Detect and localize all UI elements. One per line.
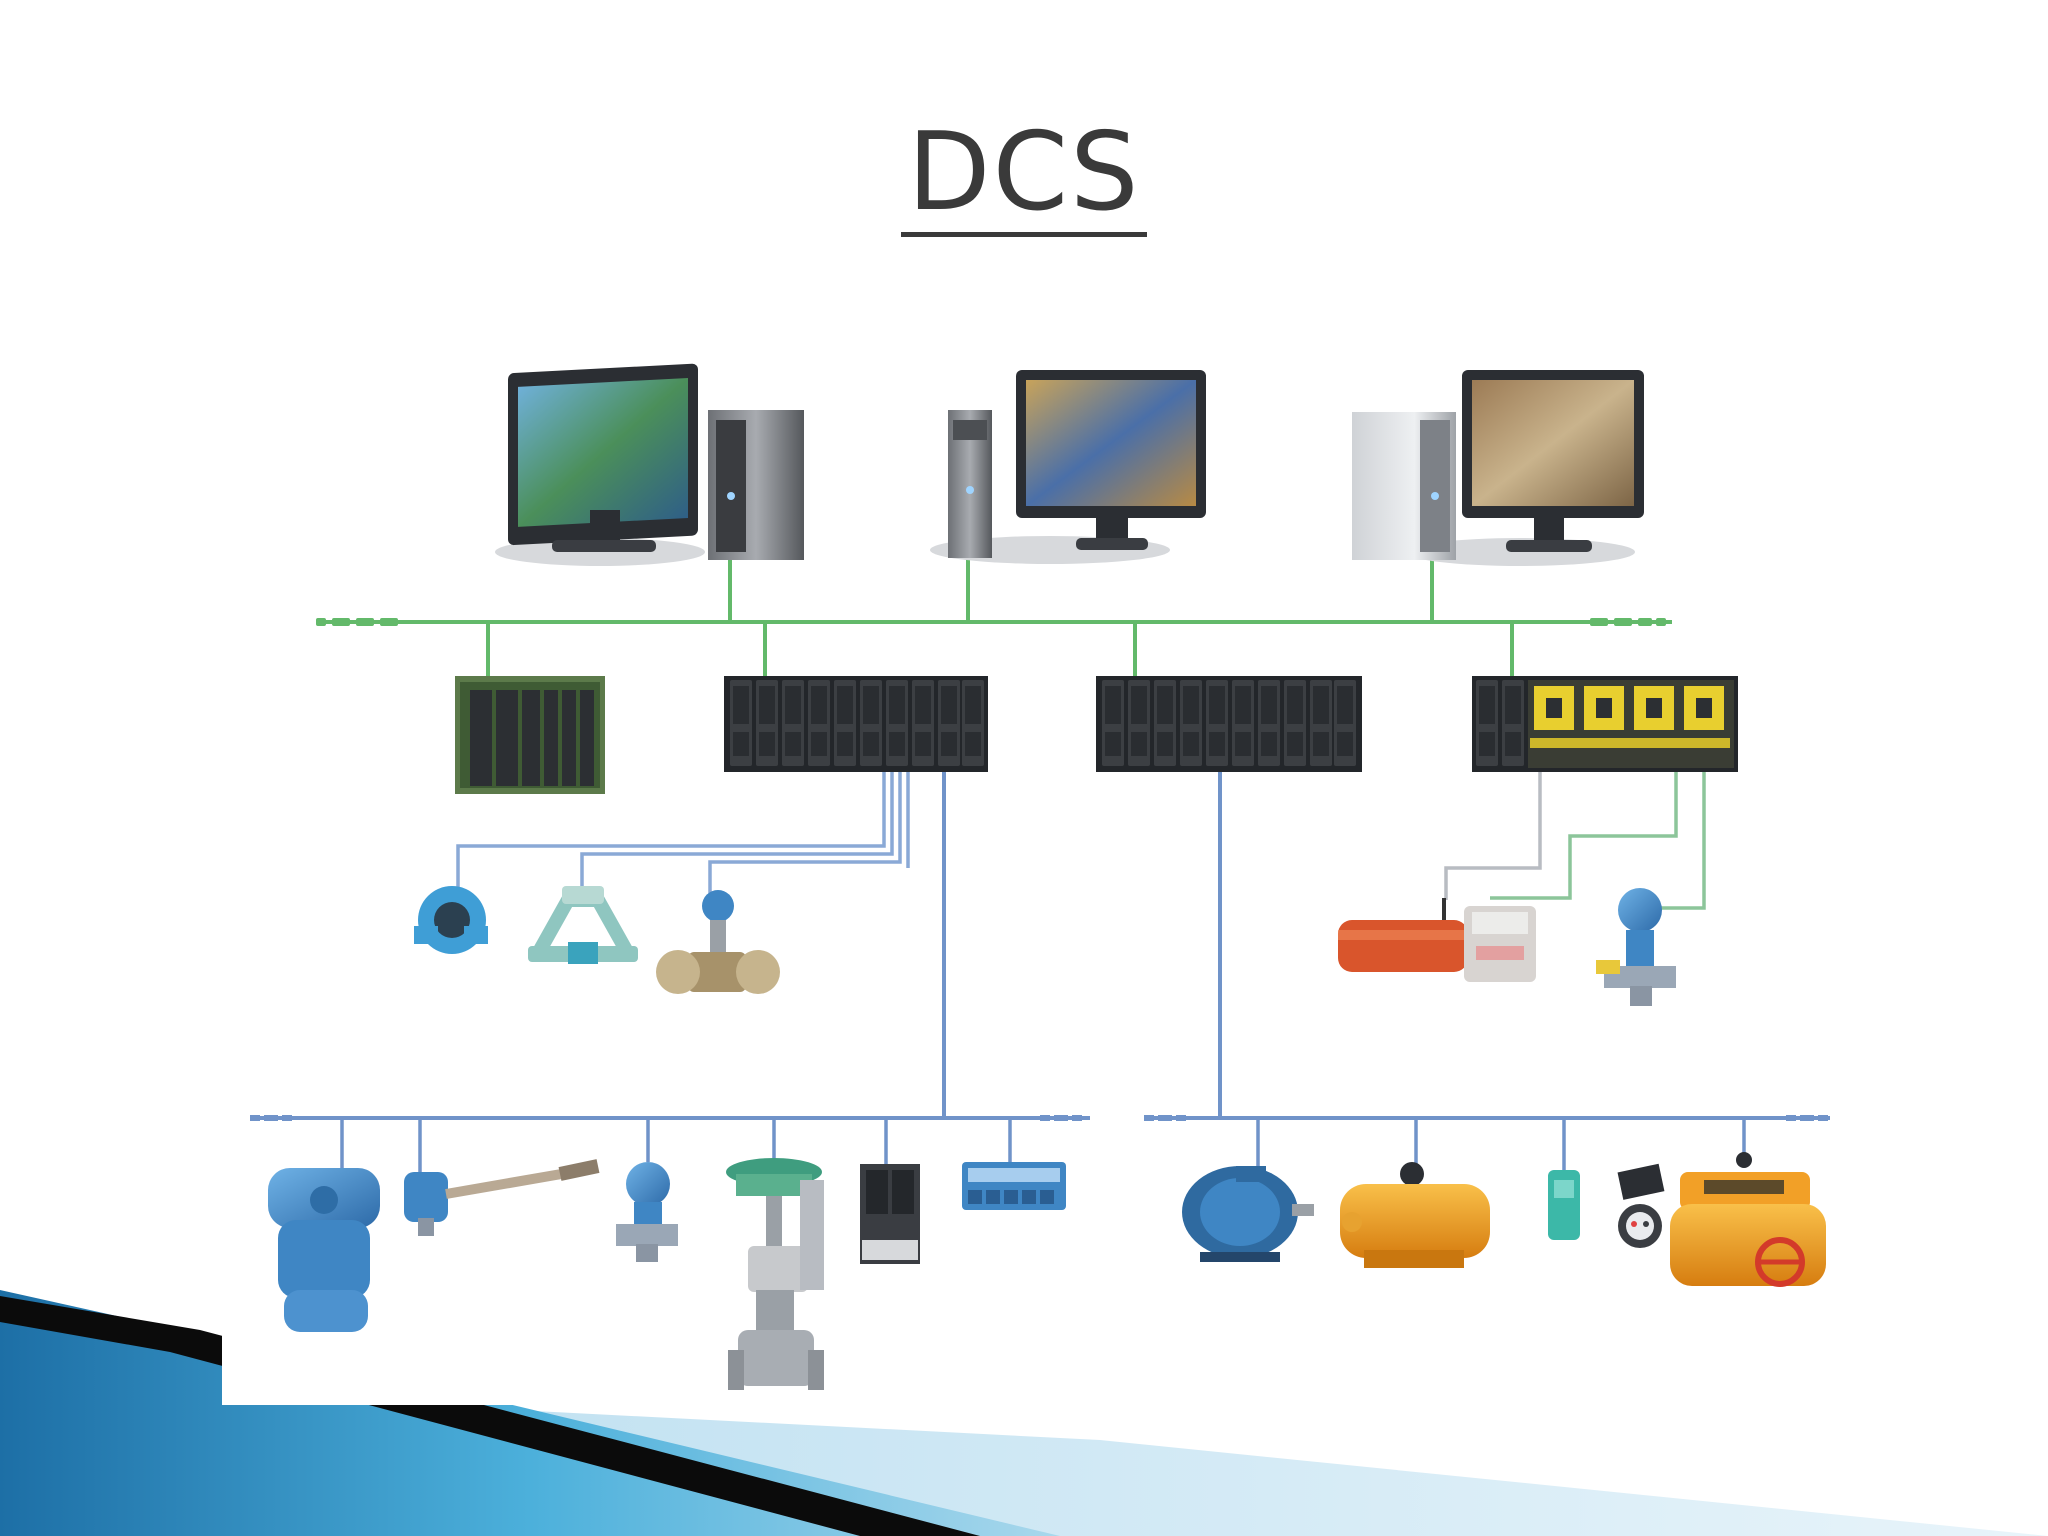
slide-title: DCS bbox=[0, 110, 2048, 237]
pressure-transmitter-icon[interactable] bbox=[1596, 888, 1676, 1006]
slide-title-text: DCS bbox=[901, 114, 1147, 237]
diagram-backdrop-patch bbox=[222, 1330, 642, 1405]
electric-motor-icon[interactable] bbox=[1182, 1166, 1314, 1262]
controller-rack-3[interactable] bbox=[1096, 676, 1362, 772]
pc-tower-icon bbox=[948, 410, 992, 558]
workstation-3[interactable] bbox=[1352, 370, 1644, 566]
control-valve-icon[interactable] bbox=[726, 1158, 824, 1390]
corner-decoration bbox=[0, 1290, 2048, 1536]
proximity-sensor-icon[interactable] bbox=[1548, 1170, 1580, 1240]
temperature-transmitter-icon[interactable] bbox=[414, 886, 488, 954]
workstation-monitor-icon bbox=[1016, 370, 1206, 550]
fieldbus-segment-right bbox=[1144, 1115, 1830, 1172]
hart-wiring-right bbox=[1444, 772, 1706, 910]
workstation-monitor-icon bbox=[508, 363, 698, 552]
pressure-transmitter-icon[interactable] bbox=[616, 1162, 678, 1262]
workstation-1[interactable] bbox=[495, 363, 804, 566]
control-network-ends bbox=[316, 618, 1666, 626]
fieldbus-drops bbox=[942, 772, 1222, 1118]
controller-rack-1[interactable] bbox=[455, 676, 605, 794]
fieldbus-module-icon[interactable] bbox=[962, 1162, 1066, 1210]
explosion-proof-housing-icon[interactable] bbox=[268, 1168, 380, 1332]
workstation-monitor-icon bbox=[1462, 370, 1644, 552]
rotary-actuator-icon[interactable] bbox=[1340, 1162, 1490, 1268]
controller-rack-2[interactable] bbox=[724, 676, 988, 772]
heater-cartridge-icon[interactable] bbox=[1338, 898, 1536, 982]
vortex-flowmeter-icon[interactable] bbox=[656, 890, 780, 994]
pc-tower-icon bbox=[1352, 412, 1456, 560]
control-network bbox=[318, 560, 1672, 690]
coriolis-flowmeter-icon[interactable] bbox=[528, 886, 638, 964]
workstation-2[interactable] bbox=[930, 370, 1206, 564]
hart-wiring-left bbox=[456, 772, 910, 896]
fieldbus-segment-left bbox=[250, 1115, 1090, 1176]
pc-tower-icon bbox=[708, 410, 804, 560]
electric-actuator-icon[interactable] bbox=[1670, 1152, 1826, 1287]
io-block-icon[interactable] bbox=[860, 1164, 920, 1264]
valve-positioner-icon[interactable] bbox=[1617, 1163, 1665, 1248]
temperature-probe-icon[interactable] bbox=[404, 1159, 600, 1236]
controller-rack-4[interactable] bbox=[1472, 676, 1738, 772]
